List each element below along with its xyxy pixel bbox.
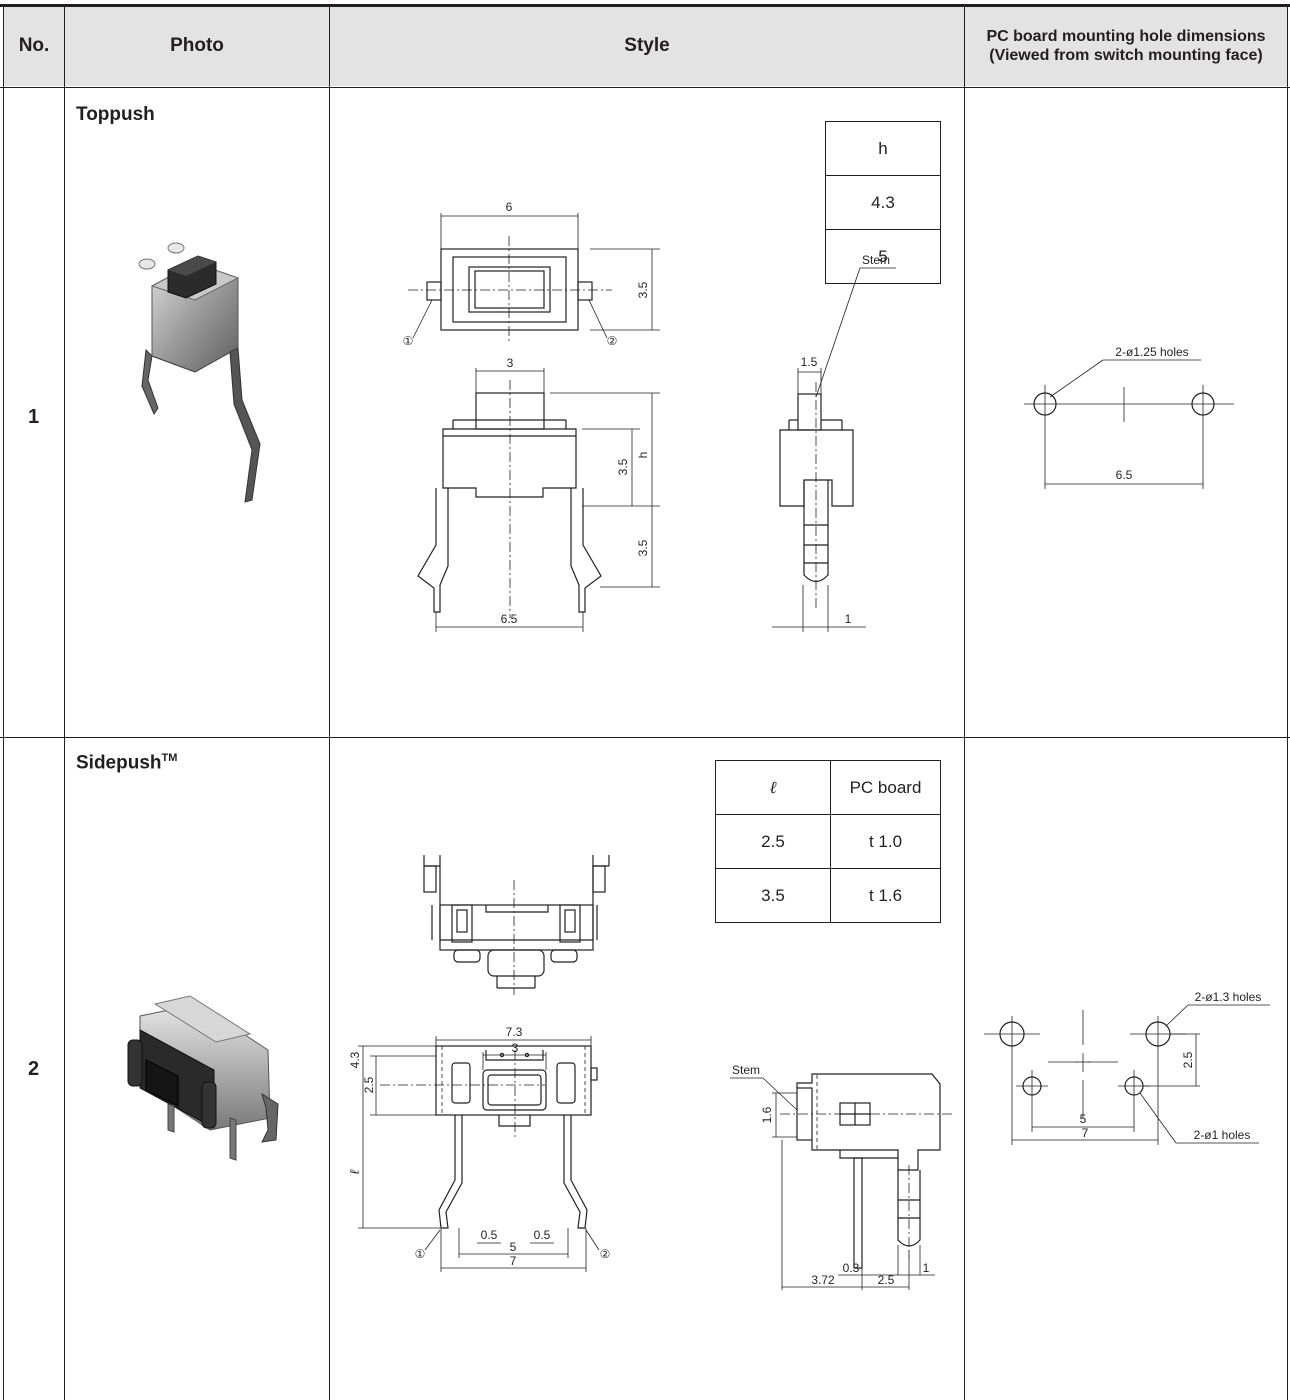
dim-hole-spacing: 6.5 [1116,468,1133,482]
dim-side-lead: 1 [845,612,852,626]
header-pcb: PC board mounting hole dimensions (Viewe… [965,6,1287,86]
dim-lead-thickness: 0.3 [843,1261,860,1275]
table-top-border [0,4,1290,7]
column-border [964,4,965,1400]
dim-side-lead-width: 1 [923,1261,930,1275]
large-holes-label: 2-ø1.3 holes [1195,990,1262,1004]
dim-side-offset: 2.5 [878,1273,895,1287]
dim-height: 4.3 [348,1051,362,1068]
pin-label: ② [600,1247,611,1261]
style-title: SidepushTM [76,752,177,774]
trademark-mark: TM [161,752,178,764]
dim-lead-length: ℓ [347,1169,362,1174]
header-pcb-line1: PC board mounting hole dimensions [986,28,1266,45]
column-border [3,4,4,1400]
header-pcb-line2: (Viewed from switch mounting face) [989,47,1263,64]
dim-stem-width: 3 [512,1041,519,1055]
toppush-drawings [408,213,896,632]
dim-width: 7.3 [506,1025,523,1039]
dim-lead-width: 0.5 [534,1228,551,1242]
table-header-cell: h [825,121,941,176]
stem-label: Stem [862,253,890,267]
style-title-text: Sidepush [76,752,162,774]
thickness-table: ℓ PC board 2.5 t 1.0 3.5 t 1.6 [715,760,941,923]
sidepush-drawings [358,855,955,1290]
style-title: Toppush [76,104,155,125]
dim-stem-center: 2.5 [362,1076,376,1093]
pin-label: ① [403,334,414,348]
sidepush-pcb-layout [984,1004,1270,1145]
height-table: h 4.3 5 [825,121,941,284]
table-cell: t 1.6 [830,868,941,923]
dim-top-height: 3.5 [636,281,650,298]
dim-lead-span: 7 [510,1254,517,1268]
dim-top-width: 6 [506,200,513,214]
column-border [64,4,65,1400]
toppush-pcb-layout [1024,359,1234,489]
column-border [1287,4,1288,1400]
pin-label: ② [607,334,618,348]
table-cell: 3.5 [715,868,831,923]
dim-side-depth: 3.72 [811,1273,835,1287]
header-photo: Photo [65,6,329,86]
column-border [329,4,330,1400]
dim-front-h: h [636,452,650,459]
dim-vertical: 2.5 [1181,1051,1195,1068]
dim-inner-spacing: 5 [1080,1112,1087,1126]
small-holes-label: 2-ø1 holes [1194,1128,1251,1142]
holes-label: 2-ø1.25 holes [1115,345,1188,359]
dim-side-stem: 1.6 [760,1106,774,1123]
dim-outer-spacing: 7 [1082,1126,1089,1140]
dim-side-stem: 1.5 [801,355,818,369]
stem-label: Stem [732,1063,760,1077]
pin-label: ① [415,1247,426,1261]
dim-front-upper: 3.5 [616,458,630,475]
toppush-photo [138,242,261,503]
dim-lead-span: 6.5 [501,612,518,626]
header-no: No. [4,6,64,86]
sidepush-photo [127,995,279,1161]
header-style: Style [330,6,964,86]
header-divider [0,87,1290,88]
row-number: 1 [28,406,40,428]
table-cell: 5 [825,229,941,284]
dim-lead-pitch: 5 [510,1240,517,1254]
row-number: 2 [28,1058,40,1080]
dim-stem-width: 3 [507,356,514,370]
table-cell: t 1.0 [830,814,941,869]
dim-lead-width: 0.5 [481,1228,498,1242]
row-divider [0,737,1290,738]
dim-front-lower: 3.5 [636,539,650,556]
table-cell: 2.5 [715,814,831,869]
